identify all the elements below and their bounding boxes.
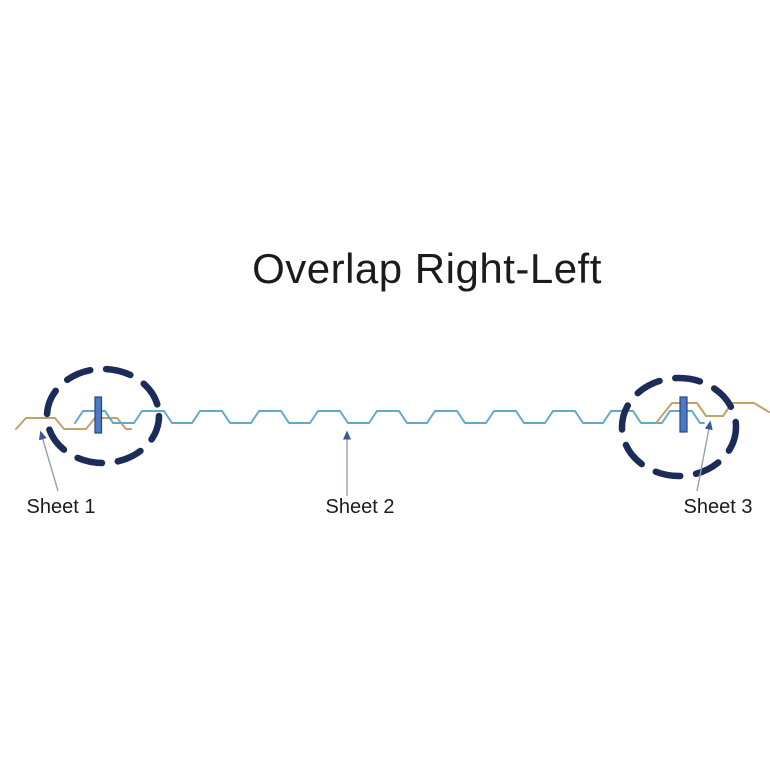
sheet-3-label: Sheet 3: [684, 496, 753, 518]
sheet-2-profile: [74, 410, 705, 424]
sheet-1-callout-arrow: [38, 430, 59, 492]
fastener-right-icon: [679, 396, 688, 433]
sheet-1-profile: [15, 417, 132, 430]
overlap-highlight-left: [43, 365, 163, 467]
sheet-2-label: Sheet 2: [326, 496, 395, 518]
overlap-highlight-right: [618, 374, 740, 480]
sheet-3-callout-arrow: [696, 420, 713, 492]
sheet-3-profile: [655, 402, 770, 424]
sheet-1-label: Sheet 1: [27, 496, 96, 518]
fastener-left-icon: [94, 396, 103, 434]
page-title: Overlap Right-Left: [252, 245, 602, 292]
